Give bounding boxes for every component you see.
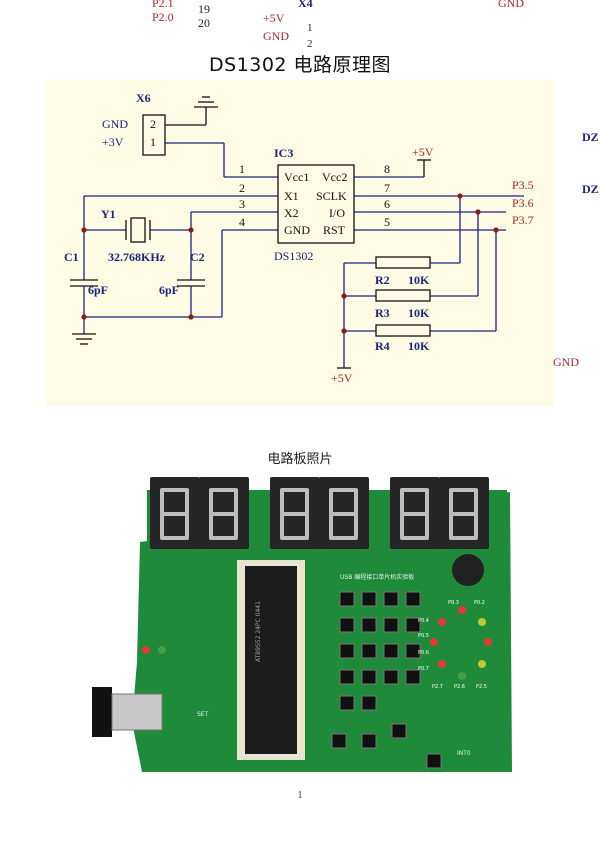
crystal-value: 32.768KHz [108, 250, 166, 264]
page-number: 1 [297, 790, 303, 801]
pin-tag-p0-3: P0.3 [448, 600, 459, 606]
pin-tag-p0-7: P0.7 [418, 666, 429, 672]
ic3-pin-x2: X2 [284, 206, 299, 220]
ic3-pin-io: I/O [329, 206, 345, 220]
chip-marking: AT89S52 24PC 0441 [255, 601, 262, 662]
x6-pin-label-3v: +3V [102, 135, 124, 149]
pin-number-4: 4 [239, 215, 245, 229]
usb-connector [111, 693, 163, 731]
x6-label: X6 [136, 91, 151, 105]
top-pin-label-p2-0: P2.0 [152, 10, 174, 24]
c1-value: 6pF [88, 283, 108, 297]
pin-tag-p0-6: P0.6 [418, 650, 429, 656]
r3-ref: R3 [375, 306, 390, 320]
pin-tag-p2-6: P2.6 [454, 684, 465, 690]
x6-pin-number-1: 1 [150, 135, 156, 149]
top-power-gnd: GND [263, 29, 289, 43]
buzzer [452, 554, 484, 586]
ic3-pin-vcc1: Vcc1 [284, 170, 309, 184]
top-number-19: 19 [198, 2, 210, 16]
seven-segment-displays [150, 477, 489, 549]
button-label-int0: INT0 [457, 750, 471, 757]
pin-tag-p0-5: P0.5 [418, 633, 429, 639]
pin-tag-p2-7: P2.7 [432, 684, 443, 690]
r2-ref: R2 [375, 273, 390, 287]
r4-value: 10K [408, 339, 430, 353]
circuit-board-photo: AT89S52 24PC 0441 USB 编程接口单片机实验板 SET INT… [92, 472, 512, 782]
schematic-panel: X6 GND +3V 2 1 IC3 DS1302 Vcc1 X1 X2 GND… [46, 80, 554, 406]
top-connector-pin-2: 2 [307, 38, 313, 50]
port-p3-6: P3.6 [512, 196, 534, 210]
resistor-r2 [375, 256, 431, 269]
top-pin-label-p2-1: P2.1 [152, 0, 174, 10]
button-label-set: SET [197, 711, 209, 718]
x6-pin-label-gnd: GND [102, 117, 128, 131]
ic3-part: DS1302 [274, 249, 313, 263]
pin-number-8: 8 [384, 162, 390, 176]
top-power-5v: +5V [263, 11, 285, 25]
top-connector-pin-1: 1 [307, 22, 313, 34]
resistor-r3 [375, 289, 431, 302]
pin-tag-p2-5: P2.5 [476, 684, 487, 690]
r4-ref: R4 [375, 339, 390, 353]
ic3-ref: IC3 [274, 146, 293, 160]
r2-value: 10K [408, 273, 430, 287]
ic3-pin-gnd: GND [284, 223, 310, 237]
ic3-pin-vcc2: Vcc2 [322, 170, 347, 184]
crystal-y1 [130, 217, 146, 243]
ic3-pin-sclk: SCLK [316, 189, 347, 203]
crystal-ref: Y1 [101, 207, 116, 221]
photo-title: 电路板照片 [267, 452, 333, 467]
x6-connector-box [142, 114, 166, 156]
pin-number-5: 5 [384, 215, 390, 229]
pin-number-6: 6 [384, 197, 390, 211]
pin-tag-p0-2: P0.2 [474, 600, 485, 606]
microcontroller-chip [245, 566, 297, 754]
pin-number-2: 2 [239, 181, 245, 195]
button-matrix [331, 591, 442, 769]
usb-cable [92, 687, 112, 737]
page-title: DS1302 电路原理图 [208, 54, 392, 76]
ic3-pin-rst: RST [323, 223, 346, 237]
c2-value: 6pF [159, 283, 179, 297]
c1-ref: C1 [64, 250, 79, 264]
right-label-dz-1: DZ [582, 130, 599, 144]
right-label-dz-2: DZ [582, 182, 599, 196]
pin-number-3: 3 [239, 197, 245, 211]
top-number-20: 20 [198, 16, 210, 30]
pcb-board [132, 492, 512, 772]
pin-number-1: 1 [239, 162, 245, 176]
right-label-gnd: GND [553, 355, 579, 369]
pin-tag-p0-4: P0.4 [418, 618, 429, 624]
schematic-drawing: X6 GND +3V 2 1 IC3 DS1302 Vcc1 X1 X2 GND… [64, 91, 534, 385]
top-connector-label: X4 [298, 0, 313, 10]
port-p3-5: P3.5 [512, 178, 534, 192]
top-right-gnd: GND [498, 0, 524, 10]
resistor-r4 [375, 324, 431, 337]
led-ring [142, 606, 492, 680]
port-p3-7: P3.7 [512, 213, 534, 227]
power-5v-bottom: +5V [331, 371, 353, 385]
pin-number-7: 7 [384, 181, 390, 195]
r3-value: 10K [408, 306, 430, 320]
power-5v-top: +5V [412, 145, 434, 159]
ic3-pin-x1: X1 [284, 189, 299, 203]
c2-ref: C2 [190, 250, 205, 264]
board-silkscreen: USB 编程接口单片机实验板 [340, 573, 414, 581]
x6-pin-number-2: 2 [150, 117, 156, 131]
ic3-box [277, 164, 355, 244]
